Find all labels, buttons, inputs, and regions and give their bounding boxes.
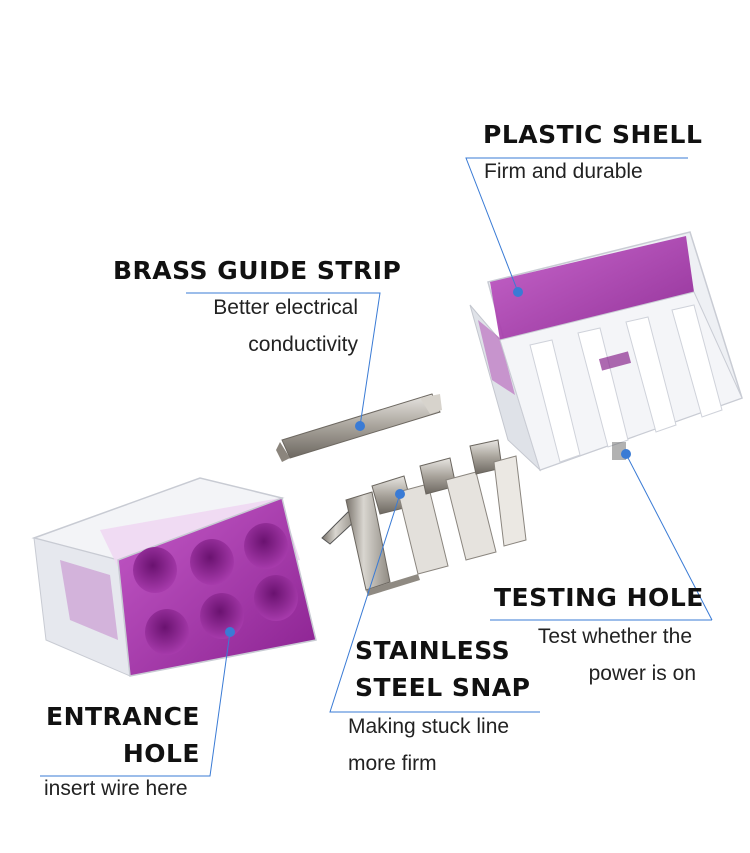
plastic-shell-title: PLASTIC SHELL xyxy=(483,120,703,149)
leader-plastic-shell xyxy=(465,157,688,293)
leader-dots xyxy=(225,287,631,637)
testing-hole-desc-line2: power is on xyxy=(588,662,696,685)
stainless-steel-snap-desc-line1: Making stuck line xyxy=(348,715,510,738)
entrance-hole-desc: insert wire here xyxy=(44,777,188,800)
testing-hole-desc-line1: Test whether the xyxy=(537,625,692,648)
entrance-hole-title-line1: ENTRANCE xyxy=(46,702,200,731)
stainless-steel-snap-desc-line2: more firm xyxy=(348,752,437,775)
leader-lines xyxy=(40,157,713,777)
dot-entrance-hole xyxy=(225,627,235,637)
leader-entrance-hole xyxy=(40,631,231,777)
leader-brass-guide-strip xyxy=(186,292,381,427)
dot-testing-hole xyxy=(621,449,631,459)
stainless-steel-snap-title-line1: STAINLESS xyxy=(355,636,511,665)
dot-stainless-steel-snap xyxy=(395,489,405,499)
testing-hole-title: TESTING HOLE xyxy=(494,583,704,612)
brass-guide-strip-title: BRASS GUIDE STRIP xyxy=(113,256,402,285)
plastic-shell-desc: Firm and durable xyxy=(484,160,643,183)
entrance-connector xyxy=(31,477,317,677)
brass-guide-strip-desc-line2: conductivity xyxy=(248,333,358,356)
plastic-shell-connector xyxy=(469,231,743,472)
leader-stainless-steel-snap xyxy=(329,493,540,713)
entrance-hole-title-line2: HOLE xyxy=(122,739,200,768)
brass-guide-strip-desc-line1: Better electrical xyxy=(213,296,358,319)
dot-plastic-shell xyxy=(513,287,523,297)
stainless-steel-snap-title-line2: STEEL SNAP xyxy=(355,673,531,702)
stainless-steel-snap xyxy=(321,439,527,596)
dot-brass-guide-strip xyxy=(355,421,365,431)
